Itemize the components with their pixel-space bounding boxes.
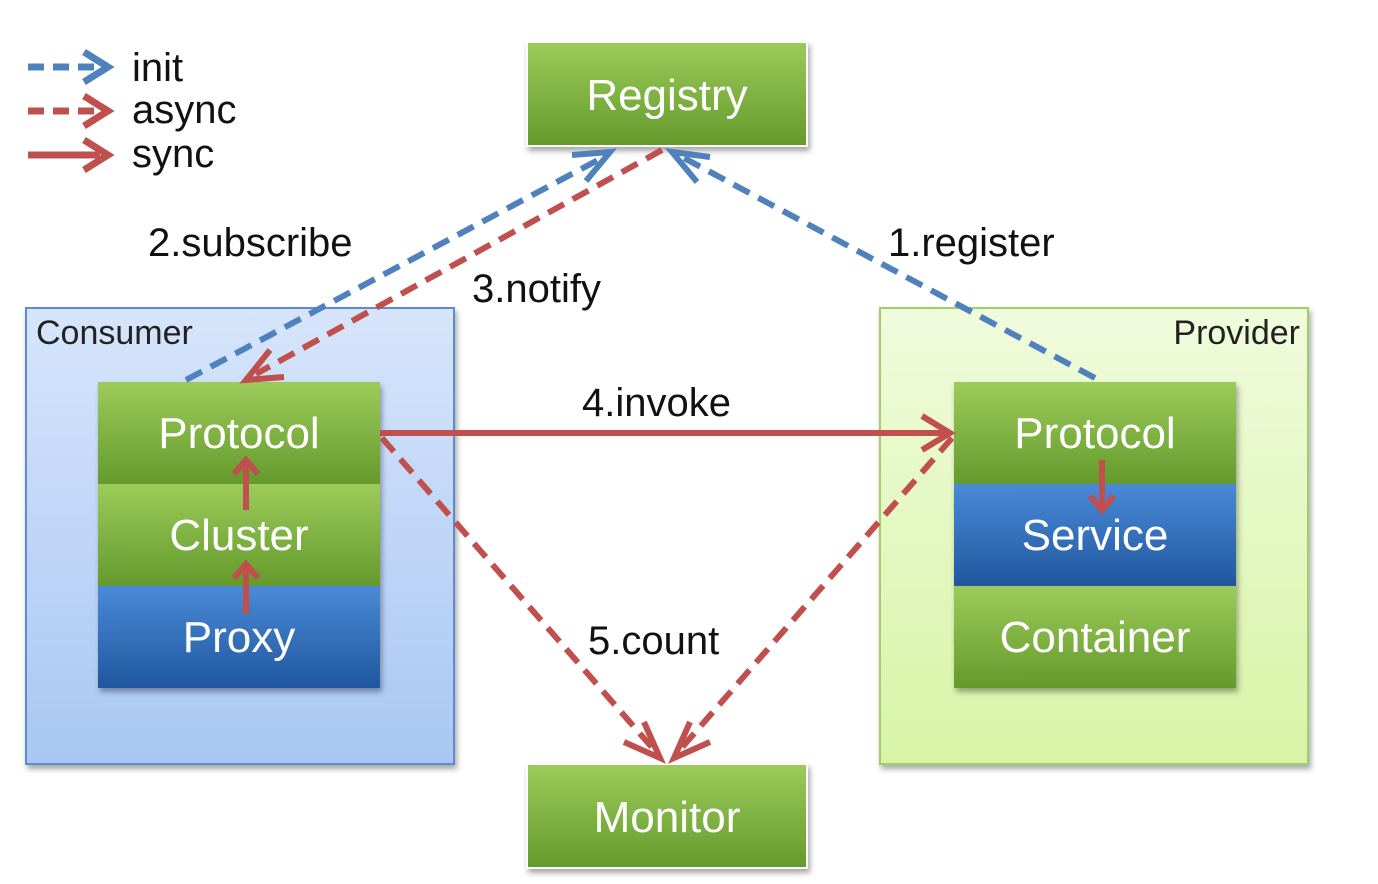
consumer-protocol-label: Protocol	[158, 409, 319, 458]
proxy-to-cluster-arrowhead	[231, 559, 261, 580]
register-label: 1.register	[888, 221, 1055, 265]
provider-internal-arrows	[1087, 460, 1117, 515]
protocol-to-service-arrowhead	[1087, 494, 1117, 515]
legend-sync-arrow	[28, 137, 115, 173]
provider-service-label: Service	[1022, 511, 1169, 560]
notify-label: 3.notify	[472, 267, 601, 311]
consumer-internal-arrows	[231, 455, 261, 614]
legend-async-arrow	[28, 93, 115, 129]
register-edge	[664, 148, 1097, 381]
count-edge-provider	[668, 436, 955, 764]
subscribe-label: 2.subscribe	[148, 221, 353, 265]
consumer-stack	[98, 382, 380, 688]
consumer-cluster-label: Cluster	[169, 511, 308, 560]
monitor-label: Monitor	[594, 793, 741, 842]
provider-protocol-label: Protocol	[1014, 409, 1175, 458]
monitor-node	[526, 763, 808, 869]
invoke-label: 4.invoke	[582, 381, 731, 425]
provider-container-label: Container	[1000, 613, 1191, 662]
legend-async-label: async	[132, 88, 237, 132]
provider-group-label: Provider	[1173, 314, 1300, 352]
legend-init-label: init	[132, 46, 183, 90]
notify-edge	[239, 147, 664, 384]
consumer-group-label: Consumer	[36, 314, 193, 352]
consumer-proxy-node	[98, 586, 380, 688]
registry-label: Registry	[586, 71, 747, 120]
count-label: 5.count	[588, 619, 719, 663]
count-edge-consumer	[379, 436, 666, 764]
cluster-to-protocol-arrowhead	[231, 455, 261, 476]
provider-container-node	[954, 586, 1236, 688]
provider-protocol-node	[954, 382, 1236, 484]
registry-node	[526, 41, 808, 147]
consumer-proxy-label: Proxy	[183, 613, 295, 662]
subscribe-edge	[184, 148, 617, 383]
legend-sync-label: sync	[132, 132, 214, 176]
invoke-edge	[380, 413, 956, 453]
legend-init-arrow	[28, 49, 115, 85]
legend: init async sync	[28, 46, 237, 176]
